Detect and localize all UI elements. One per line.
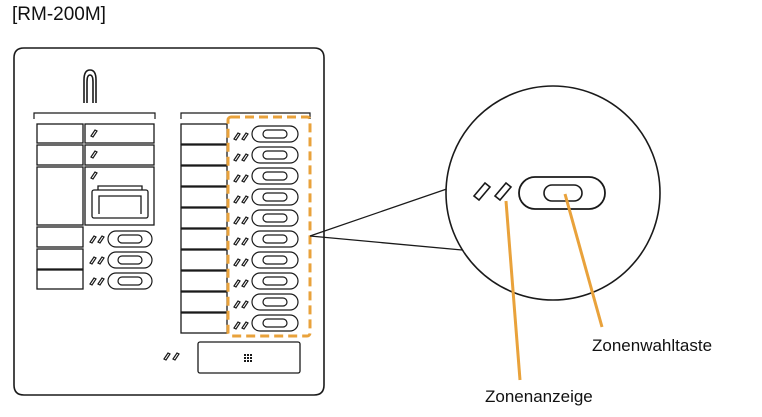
keypad-button xyxy=(197,341,301,374)
right-zone-buttons xyxy=(233,125,299,332)
left-zone-buttons xyxy=(89,230,153,290)
clip-holder xyxy=(91,185,149,219)
left-label-column xyxy=(36,123,84,290)
magnified-indicators xyxy=(472,181,513,202)
zone-key-pointer xyxy=(563,193,604,328)
keypad-icon xyxy=(244,354,252,362)
microphone-hook-icon xyxy=(83,69,97,103)
left-indicator-leds xyxy=(90,129,98,180)
magnified-zone-key-inner xyxy=(543,184,583,202)
right-panel-rail xyxy=(180,112,311,119)
bottom-indicators xyxy=(163,352,180,361)
left-function-keys xyxy=(84,123,155,226)
magnifier-gap-cover xyxy=(454,173,468,253)
zone-indicator-label: Zonenanzeige xyxy=(485,387,593,406)
zone-indicator-pointer xyxy=(504,200,522,381)
zone-highlight-box xyxy=(226,115,312,338)
device-model-title: [RM-200M] xyxy=(12,4,106,25)
callout-connector xyxy=(309,180,471,251)
zone-select-key-label: Zonenwahltaste xyxy=(592,336,713,355)
left-panel-rail xyxy=(33,112,156,119)
